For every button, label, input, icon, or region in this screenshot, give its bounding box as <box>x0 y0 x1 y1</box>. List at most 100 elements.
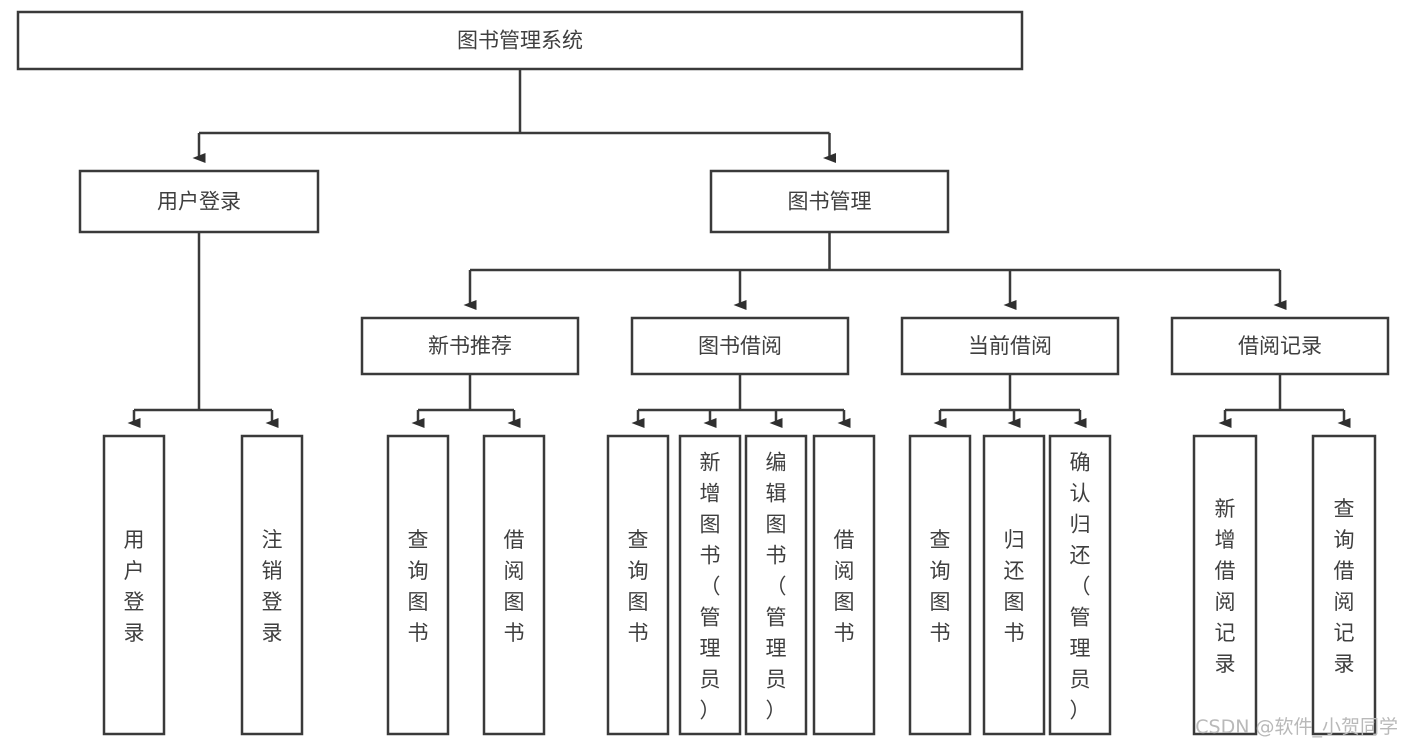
level3-node-new-book-recommend-rect <box>360 316 580 376</box>
leaf-label-char: 员 <box>700 668 721 692</box>
leaf-label-char: ） <box>700 699 721 723</box>
leaf-label-char: （ <box>700 575 721 599</box>
leaf-label-char: 书 <box>504 621 525 645</box>
leaf-label-char: 书 <box>766 544 787 568</box>
leaf-label-char: 记 <box>1215 621 1236 645</box>
leaf-label-char: 理 <box>1070 637 1091 661</box>
leaf-rect <box>1311 434 1377 736</box>
leaf-rect <box>744 434 808 736</box>
leaf-label-char: 书 <box>408 621 429 645</box>
leaf-label-char: 图 <box>408 590 429 614</box>
leaf-label-char: 理 <box>766 637 787 661</box>
leaf-label-char: 录 <box>262 621 283 645</box>
leaf-label-char: 员 <box>1070 668 1091 692</box>
level3-node-new-book-recommend[interactable]: 新书推荐 <box>360 316 580 376</box>
leaf-rect <box>482 434 546 736</box>
level3-node-book-borrow-rect <box>630 316 850 376</box>
level3-node-book-borrow-label: 图书借阅 <box>698 334 782 358</box>
leaf-label-char: 用 <box>124 528 145 552</box>
leaf-label-char: 查 <box>408 528 429 552</box>
leaf-rect <box>386 434 450 736</box>
leaf-rect <box>1048 434 1112 736</box>
leaf-label-char: 借 <box>834 528 855 552</box>
leaf-label-char: ） <box>1070 699 1091 723</box>
leaf-label-char: 录 <box>124 621 145 645</box>
leaf-label-char: 理 <box>700 637 721 661</box>
leaf-rect <box>982 434 1046 736</box>
leaf-label-char: 辑 <box>766 482 787 506</box>
leaf-label-char: 新 <box>1215 497 1236 521</box>
leaf-label-char: 图 <box>1004 590 1025 614</box>
level2-node-user-login[interactable]: 用户登录 <box>78 169 320 234</box>
root-node-root-rect <box>16 10 1024 71</box>
level3-node-new-book-recommend-label: 新书推荐 <box>428 334 512 358</box>
leaf-label-char: 书 <box>834 621 855 645</box>
leaf-label-char: 图 <box>504 590 525 614</box>
leaf-label-char: 销 <box>262 559 283 583</box>
level2-node-book-manage-label: 图书管理 <box>788 190 872 214</box>
leaf-label-char: 借 <box>504 528 525 552</box>
level2-node-user-login-rect <box>78 169 320 234</box>
leaf-label-char: 询 <box>930 559 951 583</box>
leaf-label-char: 借 <box>1334 559 1355 583</box>
level2-node-user-login-label: 用户登录 <box>157 190 241 214</box>
leaf-label-char: 登 <box>124 590 145 614</box>
root-node-root-label: 图书管理系统 <box>457 29 583 53</box>
leaf-label-char: 管 <box>766 606 787 630</box>
leaf-label-char: 阅 <box>504 559 525 583</box>
leaf-rect <box>606 434 670 736</box>
leaf-label-char: 管 <box>700 606 721 630</box>
leaf-label-char: 登 <box>262 590 283 614</box>
leaf-label-char: （ <box>766 575 787 599</box>
level3-node-book-borrow[interactable]: 图书借阅 <box>630 316 850 376</box>
leaf-label-char: 新 <box>700 451 721 475</box>
leaf-label-char: 阅 <box>834 559 855 583</box>
leaf-label-char: 书 <box>628 621 649 645</box>
level3-node-borrow-record-rect <box>1170 316 1390 376</box>
csdn-watermark: CSDN @软件_小贺同学 <box>1195 716 1398 738</box>
level3-node-borrow-record[interactable]: 借阅记录 <box>1170 316 1390 376</box>
leaf-label-char: 图 <box>834 590 855 614</box>
leaf-rect <box>812 434 876 736</box>
leaf-label-char: 增 <box>700 482 721 506</box>
level3-node-borrow-record-label: 借阅记录 <box>1238 334 1322 358</box>
leaf-label-char: 认 <box>1070 482 1091 506</box>
leaf-label-char: 书 <box>930 621 951 645</box>
leaf-rect <box>1192 434 1258 736</box>
leaf-label-char: 书 <box>1004 621 1025 645</box>
leaf-label-char: 编 <box>766 451 787 475</box>
level3-node-current-borrow[interactable]: 当前借阅 <box>900 316 1120 376</box>
leaf-label-char: 阅 <box>1215 590 1236 614</box>
leaf-label-char: 录 <box>1334 652 1355 676</box>
leaf-label-char: 查 <box>930 528 951 552</box>
leaf-label-char: 归 <box>1004 528 1025 552</box>
leaf-label-char: 图 <box>766 513 787 537</box>
leaf-label-char: 还 <box>1004 559 1025 583</box>
level2-node-book-manage[interactable]: 图书管理 <box>709 169 950 234</box>
leaf-label-char: 借 <box>1215 559 1236 583</box>
leaf-label-char: 询 <box>408 559 429 583</box>
leaf-label-char: 还 <box>1070 544 1091 568</box>
connector-layer <box>127 69 1351 428</box>
leaf-label-char: （ <box>1070 575 1091 599</box>
leaf-rect <box>102 434 166 736</box>
leaf-label-char: 查 <box>1334 497 1355 521</box>
leaf-label-char: 书 <box>700 544 721 568</box>
root-node-root[interactable]: 图书管理系统 <box>16 10 1024 71</box>
leaf-node-leaf-user-login[interactable]: 用户登录 <box>102 434 166 736</box>
leaf-label-char: 户 <box>124 559 145 583</box>
leaf-rect <box>908 434 972 736</box>
level3-node-current-borrow-label: 当前借阅 <box>968 334 1052 358</box>
